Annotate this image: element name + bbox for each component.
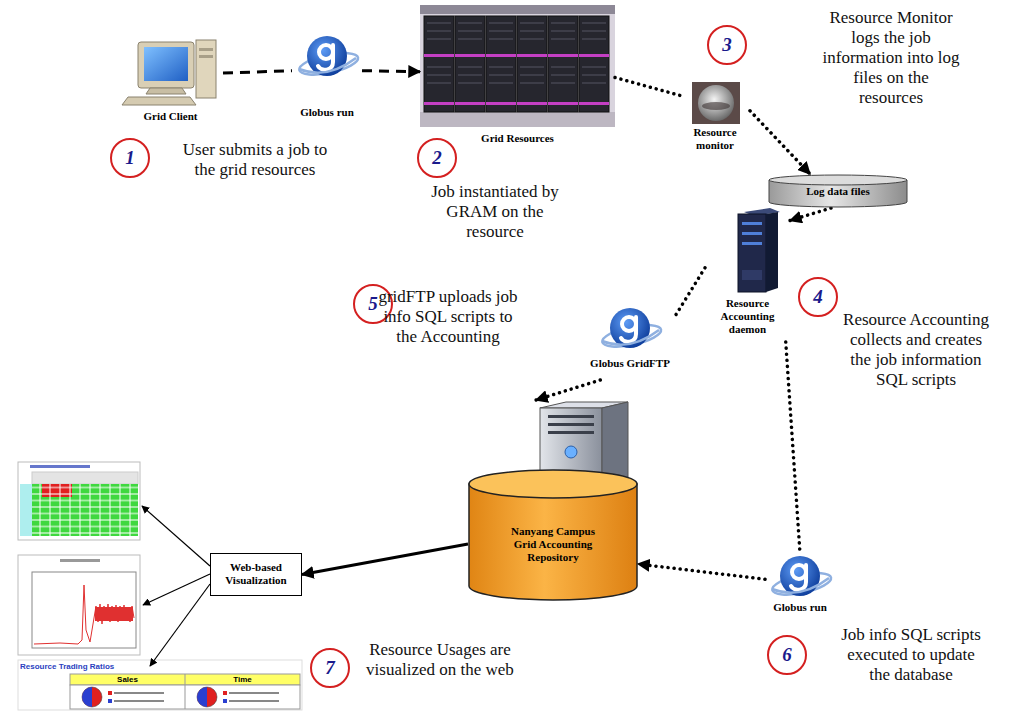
callout-circle: 2 [417, 138, 457, 178]
globus-logo [770, 556, 832, 599]
icon-node: Globus GridFTP [585, 305, 675, 380]
callout-number: 1 [125, 147, 135, 169]
step-description: Job instantiated by GRAM on the resource [420, 182, 570, 242]
resource-monitor-photo [692, 82, 740, 124]
node-label: Nanyang Campus Grid Accounting Repositor… [510, 525, 596, 564]
connector [638, 564, 765, 579]
callout-number: 6 [782, 644, 792, 666]
globus-logo [600, 308, 662, 351]
step-description: gridFTP uploads job info SQL scripts to … [378, 287, 518, 347]
database-cylinder: Nanyang Campus Grid Accounting Repositor… [468, 400, 638, 600]
connector [615, 78, 680, 96]
cylinder-outline [468, 400, 638, 600]
step-description: Resource Monitor logs the job informatio… [820, 8, 962, 108]
process-box: Web-based Visualization [210, 553, 302, 596]
node-label: Resource monitor [682, 126, 748, 152]
step-description: Resource Usages are visualized on the we… [365, 640, 515, 680]
icon-node: Globus run [292, 32, 362, 124]
log-file-cylinder: Log data files [768, 174, 908, 208]
connector [302, 544, 468, 575]
icon-node: Resource monitor [680, 80, 750, 157]
grid-client-icon [122, 40, 216, 105]
step-description: Job info SQL scripts executed to update … [840, 625, 982, 685]
icon-node: Resource Accounting daemon [705, 207, 790, 342]
icon-node: Grid Client [118, 30, 223, 128]
connector [675, 268, 705, 317]
step-description: Resource Accounting collects and creates… [842, 310, 990, 390]
node-label: Grid Client [120, 110, 221, 123]
callout-circle: 1 [110, 138, 150, 178]
callout-circle: 4 [798, 277, 838, 317]
node-label: Web-based Visualization [213, 561, 299, 587]
callout-circle: 7 [310, 648, 350, 688]
node-label: Globus run [294, 106, 360, 119]
callout-number: 4 [813, 286, 823, 308]
icon-node: Globus run [765, 553, 835, 628]
callout-number: 5 [368, 293, 378, 315]
node-label: Resource Accounting daemon [707, 297, 788, 336]
node-label: Log data files [770, 185, 906, 198]
node-label: Globus GridFTP [587, 357, 673, 370]
usage-table-thumbnail [18, 462, 140, 540]
connector [362, 71, 420, 72]
icon-node: Grid Resources [420, 5, 615, 150]
connector [223, 71, 292, 73]
step-description: User submits a job to the grid resources [180, 140, 330, 180]
callout-number: 7 [325, 657, 335, 679]
connector [536, 380, 600, 400]
usage-line-chart-thumbnail [18, 555, 140, 655]
callout-circle: 3 [707, 25, 747, 65]
callout-number: 2 [432, 147, 442, 169]
table-header: Sales [70, 674, 185, 685]
callout-number: 3 [722, 34, 732, 56]
globus-logo [297, 36, 359, 79]
node-label: Globus run [767, 601, 833, 614]
visualization-leader-arrows [142, 506, 210, 666]
callout-circle: 6 [767, 635, 807, 675]
connector [786, 342, 800, 553]
grid-resources-photo [420, 5, 615, 127]
connector [750, 111, 810, 174]
accounting-server-icon [738, 208, 780, 292]
trading-ratio-pies-thumbnail [18, 660, 302, 710]
thumbnail-title: Resource Trading Ratios [20, 662, 160, 672]
table-header: Time [185, 674, 300, 685]
connector [790, 208, 831, 221]
